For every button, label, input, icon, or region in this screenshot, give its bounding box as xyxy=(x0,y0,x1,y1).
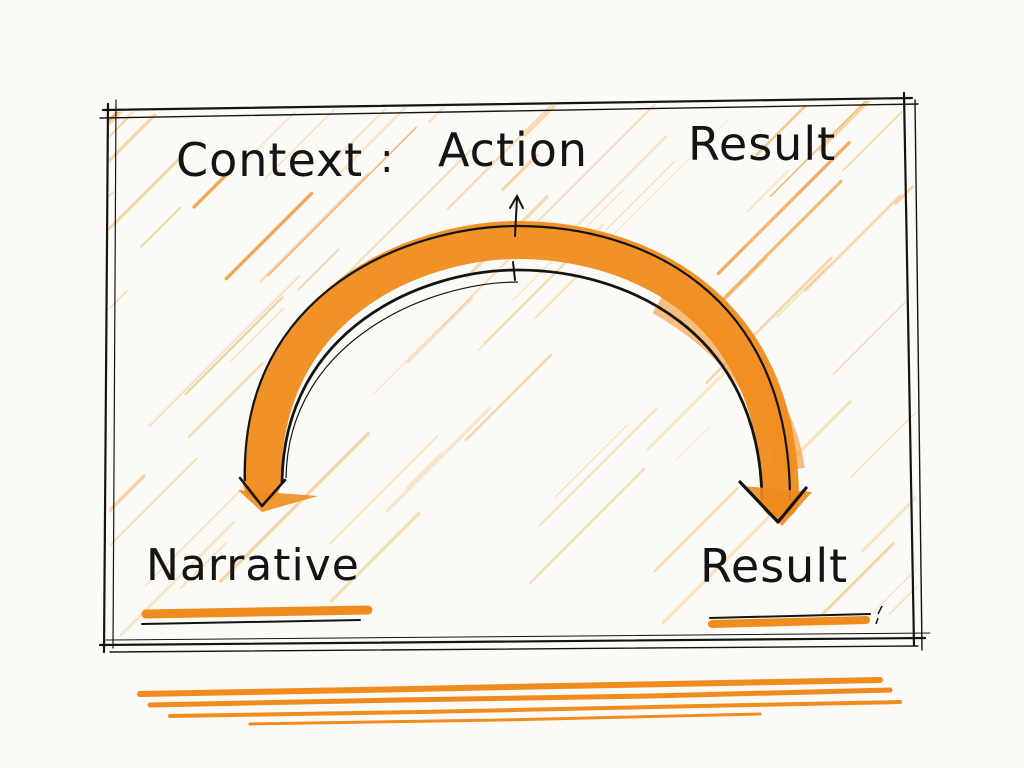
hatch-stroke xyxy=(646,366,731,452)
hatch-stroke xyxy=(243,111,296,164)
hatch-stroke xyxy=(337,149,472,284)
hatch-stroke xyxy=(0,251,91,404)
hatch-stroke xyxy=(184,296,284,396)
narrative-underline xyxy=(141,605,373,625)
hatch-stroke xyxy=(108,191,114,327)
label-narrative: Narrative xyxy=(146,540,360,591)
hatch-stroke xyxy=(818,100,918,152)
hatch-stroke xyxy=(0,169,38,251)
hatch-stroke xyxy=(108,474,146,594)
hatch-stroke xyxy=(993,411,1024,530)
hatch-stroke xyxy=(406,296,473,364)
hatch-stroke xyxy=(946,132,1024,213)
hatch-stroke xyxy=(776,264,829,318)
hatch-stroke xyxy=(264,105,339,180)
hatch-stroke xyxy=(894,152,918,205)
hatch-stroke xyxy=(259,172,370,283)
hatch-stroke xyxy=(804,194,902,292)
hatch-stroke xyxy=(653,486,739,573)
hatch-stroke xyxy=(108,102,131,186)
hatch-stroke xyxy=(769,100,915,197)
hatch-stroke xyxy=(108,158,180,266)
hatch-stroke xyxy=(821,542,895,616)
hatch-stroke xyxy=(405,452,443,489)
arrow-up-icon xyxy=(509,193,524,281)
hatch-stroke xyxy=(963,360,1024,463)
label-result-top: Result xyxy=(688,117,836,171)
hatch-stroke xyxy=(842,110,903,171)
hatch-stroke xyxy=(108,290,128,335)
hatch-stroke xyxy=(224,191,314,281)
hatch-stroke xyxy=(219,431,371,583)
label-context: Context xyxy=(176,133,363,187)
hatch-stroke xyxy=(528,467,646,585)
hatch-stroke xyxy=(187,362,264,438)
hatch-stroke xyxy=(180,541,228,589)
hatch-stroke xyxy=(0,29,31,152)
hatch-stroke xyxy=(949,30,1024,163)
hatch-stroke xyxy=(297,248,340,291)
hatch-stroke xyxy=(140,206,182,248)
hatch-stroke xyxy=(108,100,173,205)
hatch-stroke xyxy=(0,37,29,135)
hatch-stroke xyxy=(972,91,1024,238)
hatch-stroke xyxy=(1000,336,1024,487)
hatch-stroke xyxy=(192,171,230,209)
hatch-stroke xyxy=(990,300,1024,451)
hatch-stroke xyxy=(148,275,301,427)
hatch-stroke xyxy=(744,192,800,247)
hatch-stroke xyxy=(675,425,711,461)
hatch-stroke xyxy=(0,119,40,242)
hatch-stroke xyxy=(861,397,918,553)
hatch-stroke xyxy=(534,272,581,319)
hatch-stroke xyxy=(716,141,851,276)
hatch-stroke xyxy=(888,579,918,615)
hatch-stroke xyxy=(721,179,843,302)
hatch-stroke xyxy=(145,482,249,586)
bottom-scribbles xyxy=(137,677,902,726)
hatch-stroke xyxy=(755,105,807,156)
hatch-stroke xyxy=(513,100,663,246)
hatch-stroke xyxy=(563,135,668,240)
hatch-stroke xyxy=(267,126,417,277)
hatch-stroke xyxy=(523,100,628,137)
arrow-down-left-icon xyxy=(238,476,318,512)
label-action: Action xyxy=(438,123,588,177)
hatch-stroke xyxy=(957,589,1004,636)
hatch-stroke xyxy=(1012,534,1024,616)
hatch-stroke xyxy=(997,152,1024,208)
hatch-stroke xyxy=(329,511,421,603)
arc-arrow xyxy=(243,220,805,519)
label-result-bottom: Result xyxy=(700,539,848,593)
hatch-stroke xyxy=(120,100,230,123)
hatch-stroke xyxy=(0,417,30,552)
hatch-stroke xyxy=(230,307,285,362)
hatch-stroke xyxy=(538,408,657,527)
hatch-stroke xyxy=(328,434,439,545)
hatch-stroke xyxy=(921,118,1024,226)
arrow-down-right-icon xyxy=(738,480,812,526)
hatch-stroke xyxy=(0,350,32,387)
hatch-stroke xyxy=(861,481,918,625)
hatch-stroke xyxy=(746,169,790,213)
hatch-stroke xyxy=(850,371,918,478)
result-underline xyxy=(708,605,883,628)
sketch-frame xyxy=(98,91,931,654)
hatch-stroke xyxy=(119,520,236,637)
hatch-stroke xyxy=(501,153,539,191)
hatch-stroke xyxy=(464,353,553,442)
hatch-stroke xyxy=(477,250,579,351)
hatch-stroke xyxy=(554,424,628,498)
hatch-stroke xyxy=(994,414,1024,495)
hatch-stroke xyxy=(988,234,1024,302)
hatch-stroke xyxy=(832,299,909,375)
hatch-stroke xyxy=(385,406,491,513)
hatch-stroke xyxy=(108,457,198,580)
label-separator: : xyxy=(380,136,394,182)
hatch-stroke xyxy=(1002,284,1024,399)
hatch-stroke xyxy=(317,100,413,177)
hatch-stroke xyxy=(0,200,36,324)
